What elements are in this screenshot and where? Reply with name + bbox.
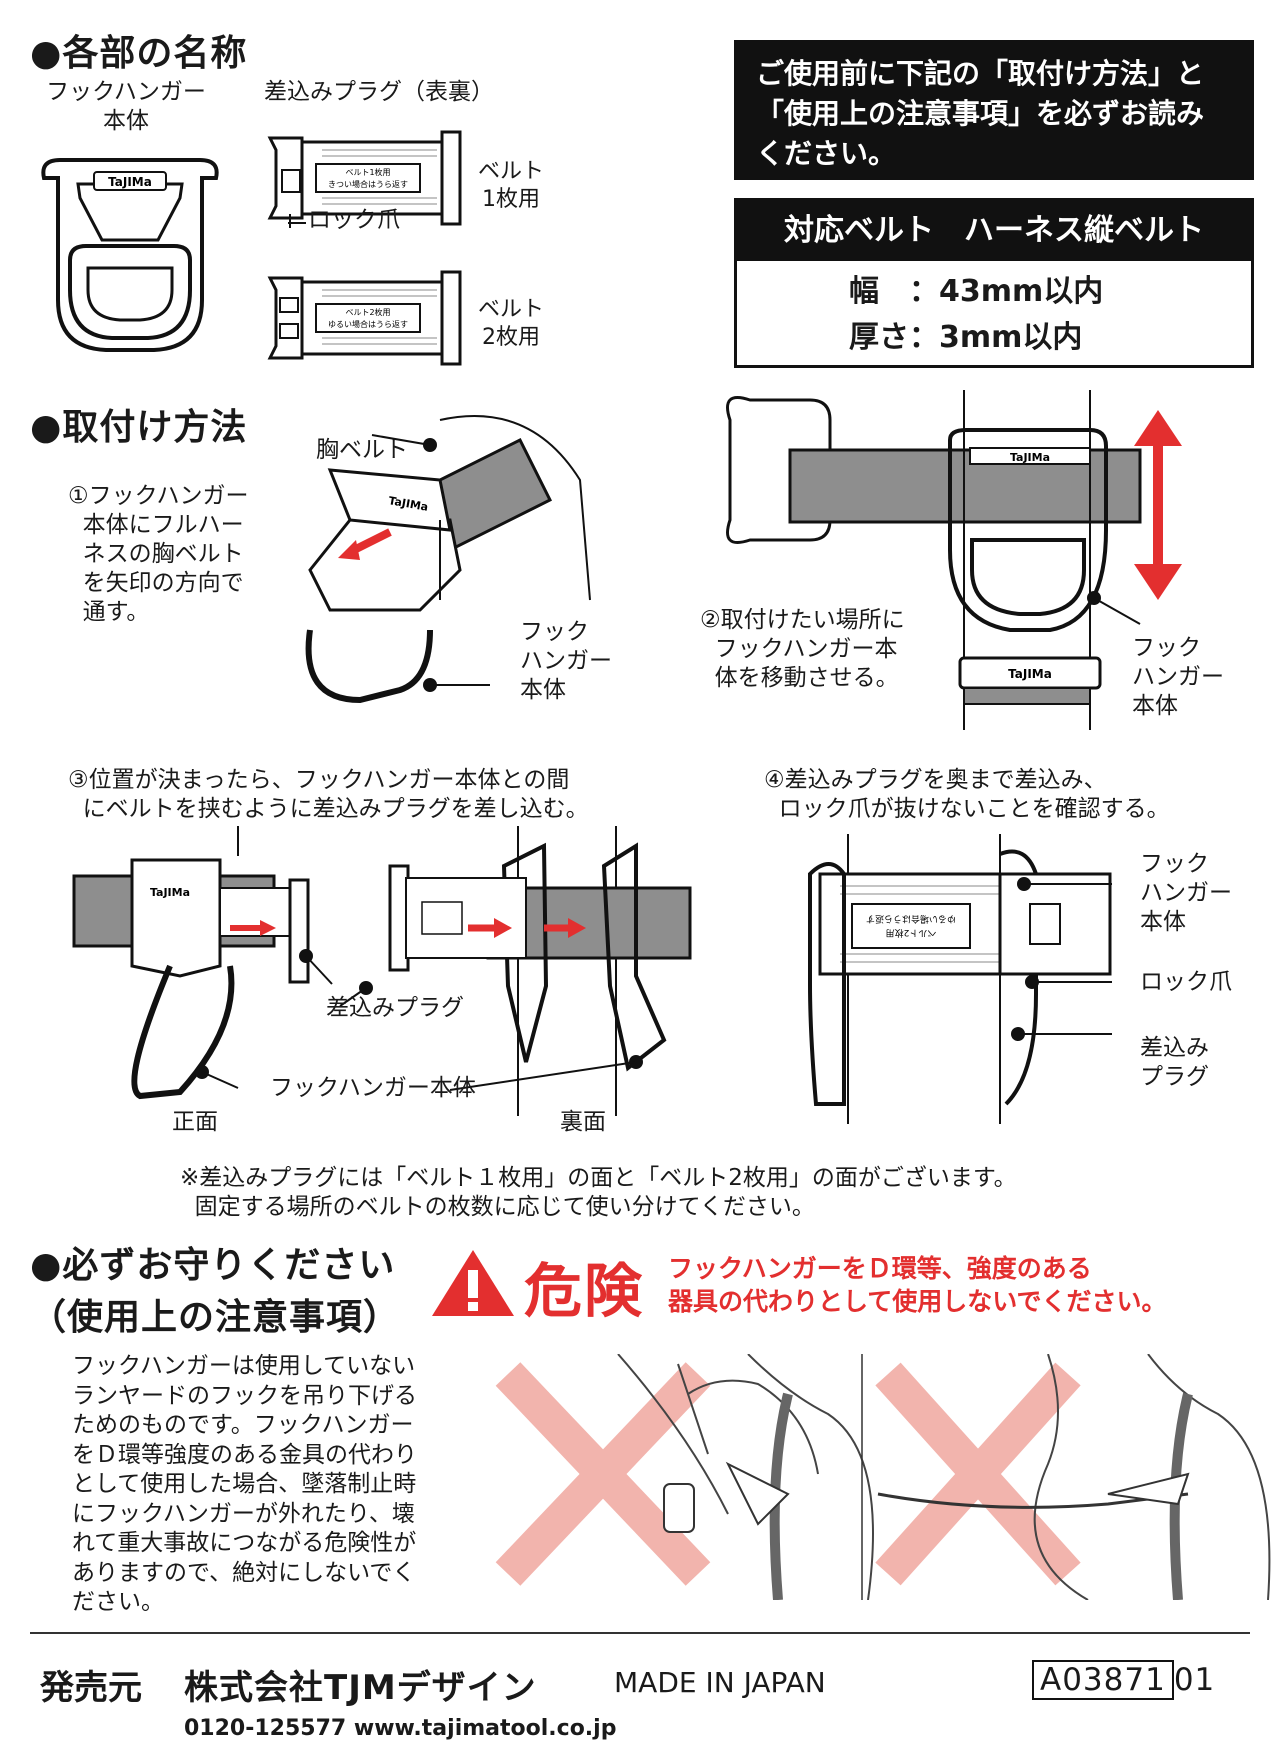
contact-info: 0120-125577 www.tajimatool.co.jp: [184, 1716, 616, 1741]
svg-text:ベルト2枚用: ベルト2枚用: [886, 927, 937, 939]
cross-mark-icon: [508, 1374, 698, 1574]
warning-triangle-icon: [430, 1246, 516, 1318]
plug-belt2-illustration: ベルト2枚用 ゆるい場合はうら返す: [262, 268, 468, 368]
company-name: 株式会社TJMデザイン: [184, 1660, 537, 1709]
step4-text: ④差込みプラグを奥まで差込み、 ロック爪が抜けないことを確認する。: [764, 766, 1170, 824]
step2-text: ②取付けたい場所に フックハンガー本 体を移動させる。: [700, 606, 905, 693]
caution-body: フックハンガーは使用していない ランヤードのフックを吊り下げる ためのものです。…: [72, 1352, 417, 1618]
step3-plug-callout: 差込みプラグ: [326, 994, 464, 1023]
svg-text:TaJIMa: TaJIMa: [1010, 451, 1050, 464]
cross-mark-icon-2: [888, 1374, 1068, 1574]
hanger-body-label: フックハンガー 本体: [36, 78, 216, 136]
step3-text: ③位置が決まったら、フックハンガー本体との間 にベルトを挟むように差込みプラグを…: [68, 766, 589, 824]
hook-hanger-body-illustration: TaJIMa: [30, 150, 230, 362]
step3-hanger-callout: フックハンガー本体: [270, 1074, 476, 1103]
brand-logo: TaJIMa: [108, 175, 152, 189]
footer-divider: [30, 1632, 1250, 1634]
step4-illustration: ベルト2枚用 ゆるい場合はうら返す: [800, 834, 1130, 1134]
step4-plug-label: 差込み プラグ: [1140, 1034, 1209, 1092]
step4-lock-label: ロック爪: [1140, 968, 1232, 997]
step2-hanger-label: フック ハンガー 本体: [1132, 634, 1224, 721]
svg-text:ゆるい場合はうら返す: ゆるい場合はうら返す: [866, 913, 956, 925]
plug-label: 差込みプラグ（表裏）: [264, 78, 494, 107]
lock-claw-leader: [288, 222, 306, 224]
part-number-suffix: 01: [1174, 1662, 1215, 1698]
publisher-label: 発売元: [40, 1660, 142, 1709]
step4-hanger-label: フック ハンガー 本体: [1140, 850, 1232, 937]
danger-message: フックハンガーをＤ環等、強度のある 器具の代わりとして使用しないでください。: [668, 1252, 1167, 1318]
svg-text:TaJIMa: TaJIMa: [150, 886, 190, 899]
back-view-label: 裏面: [560, 1108, 606, 1137]
parts-heading: ●各部の名称: [30, 24, 247, 76]
belt-thickness-spec: 厚さ：3mm以内: [737, 315, 1251, 361]
belt2-label: ベルト 2枚用: [478, 296, 544, 352]
prohibited-use-illustrations: [488, 1354, 1278, 1600]
read-before-use-notice: ご使用前に下記の「取付け方法」と 「使用上の注意事項」を必ずお読み ください。: [734, 40, 1254, 180]
plug-side-note: ※差込みプラグには「ベルト１枚用」の面と「ベルト2枚用」の面がございます。 固定…: [180, 1164, 1017, 1222]
install-heading: ●取付け方法: [30, 398, 247, 450]
step1-text: ①フックハンガー 本体にフルハー ネスの胸ベルト を矢印の方向で 通す。: [68, 482, 248, 627]
lock-claw-label: ロック爪: [308, 206, 400, 235]
belt-width-spec: 幅 ：43mm以内: [737, 269, 1251, 315]
compatible-belt-spec: 対応ベルト ハーネス縦ベルト 幅 ：43mm以内 厚さ：3mm以内: [734, 198, 1254, 368]
plug-print-2: ベルト2枚用: [345, 307, 390, 317]
plug-print-2b: ゆるい場合はうら返す: [328, 319, 408, 329]
step1-hanger-label: フック ハンガー 本体: [520, 618, 612, 705]
danger-word: 危険: [524, 1244, 644, 1328]
svg-text:TaJIMa: TaJIMa: [1008, 667, 1052, 681]
caution-heading: ●必ずお守りください （使用上の注意事項）: [30, 1240, 400, 1344]
front-view-label: 正面: [172, 1108, 218, 1137]
made-in-japan: MADE IN JAPAN: [614, 1666, 826, 1699]
belt1-label: ベルト 1枚用: [478, 158, 544, 214]
part-number-box: A03871: [1032, 1660, 1174, 1700]
plug-print-1: ベルト1枚用: [345, 167, 390, 177]
belt-spec-header: 対応ベルト ハーネス縦ベルト: [737, 201, 1251, 261]
plug-print-1b: きつい場合はうら返す: [328, 179, 408, 189]
